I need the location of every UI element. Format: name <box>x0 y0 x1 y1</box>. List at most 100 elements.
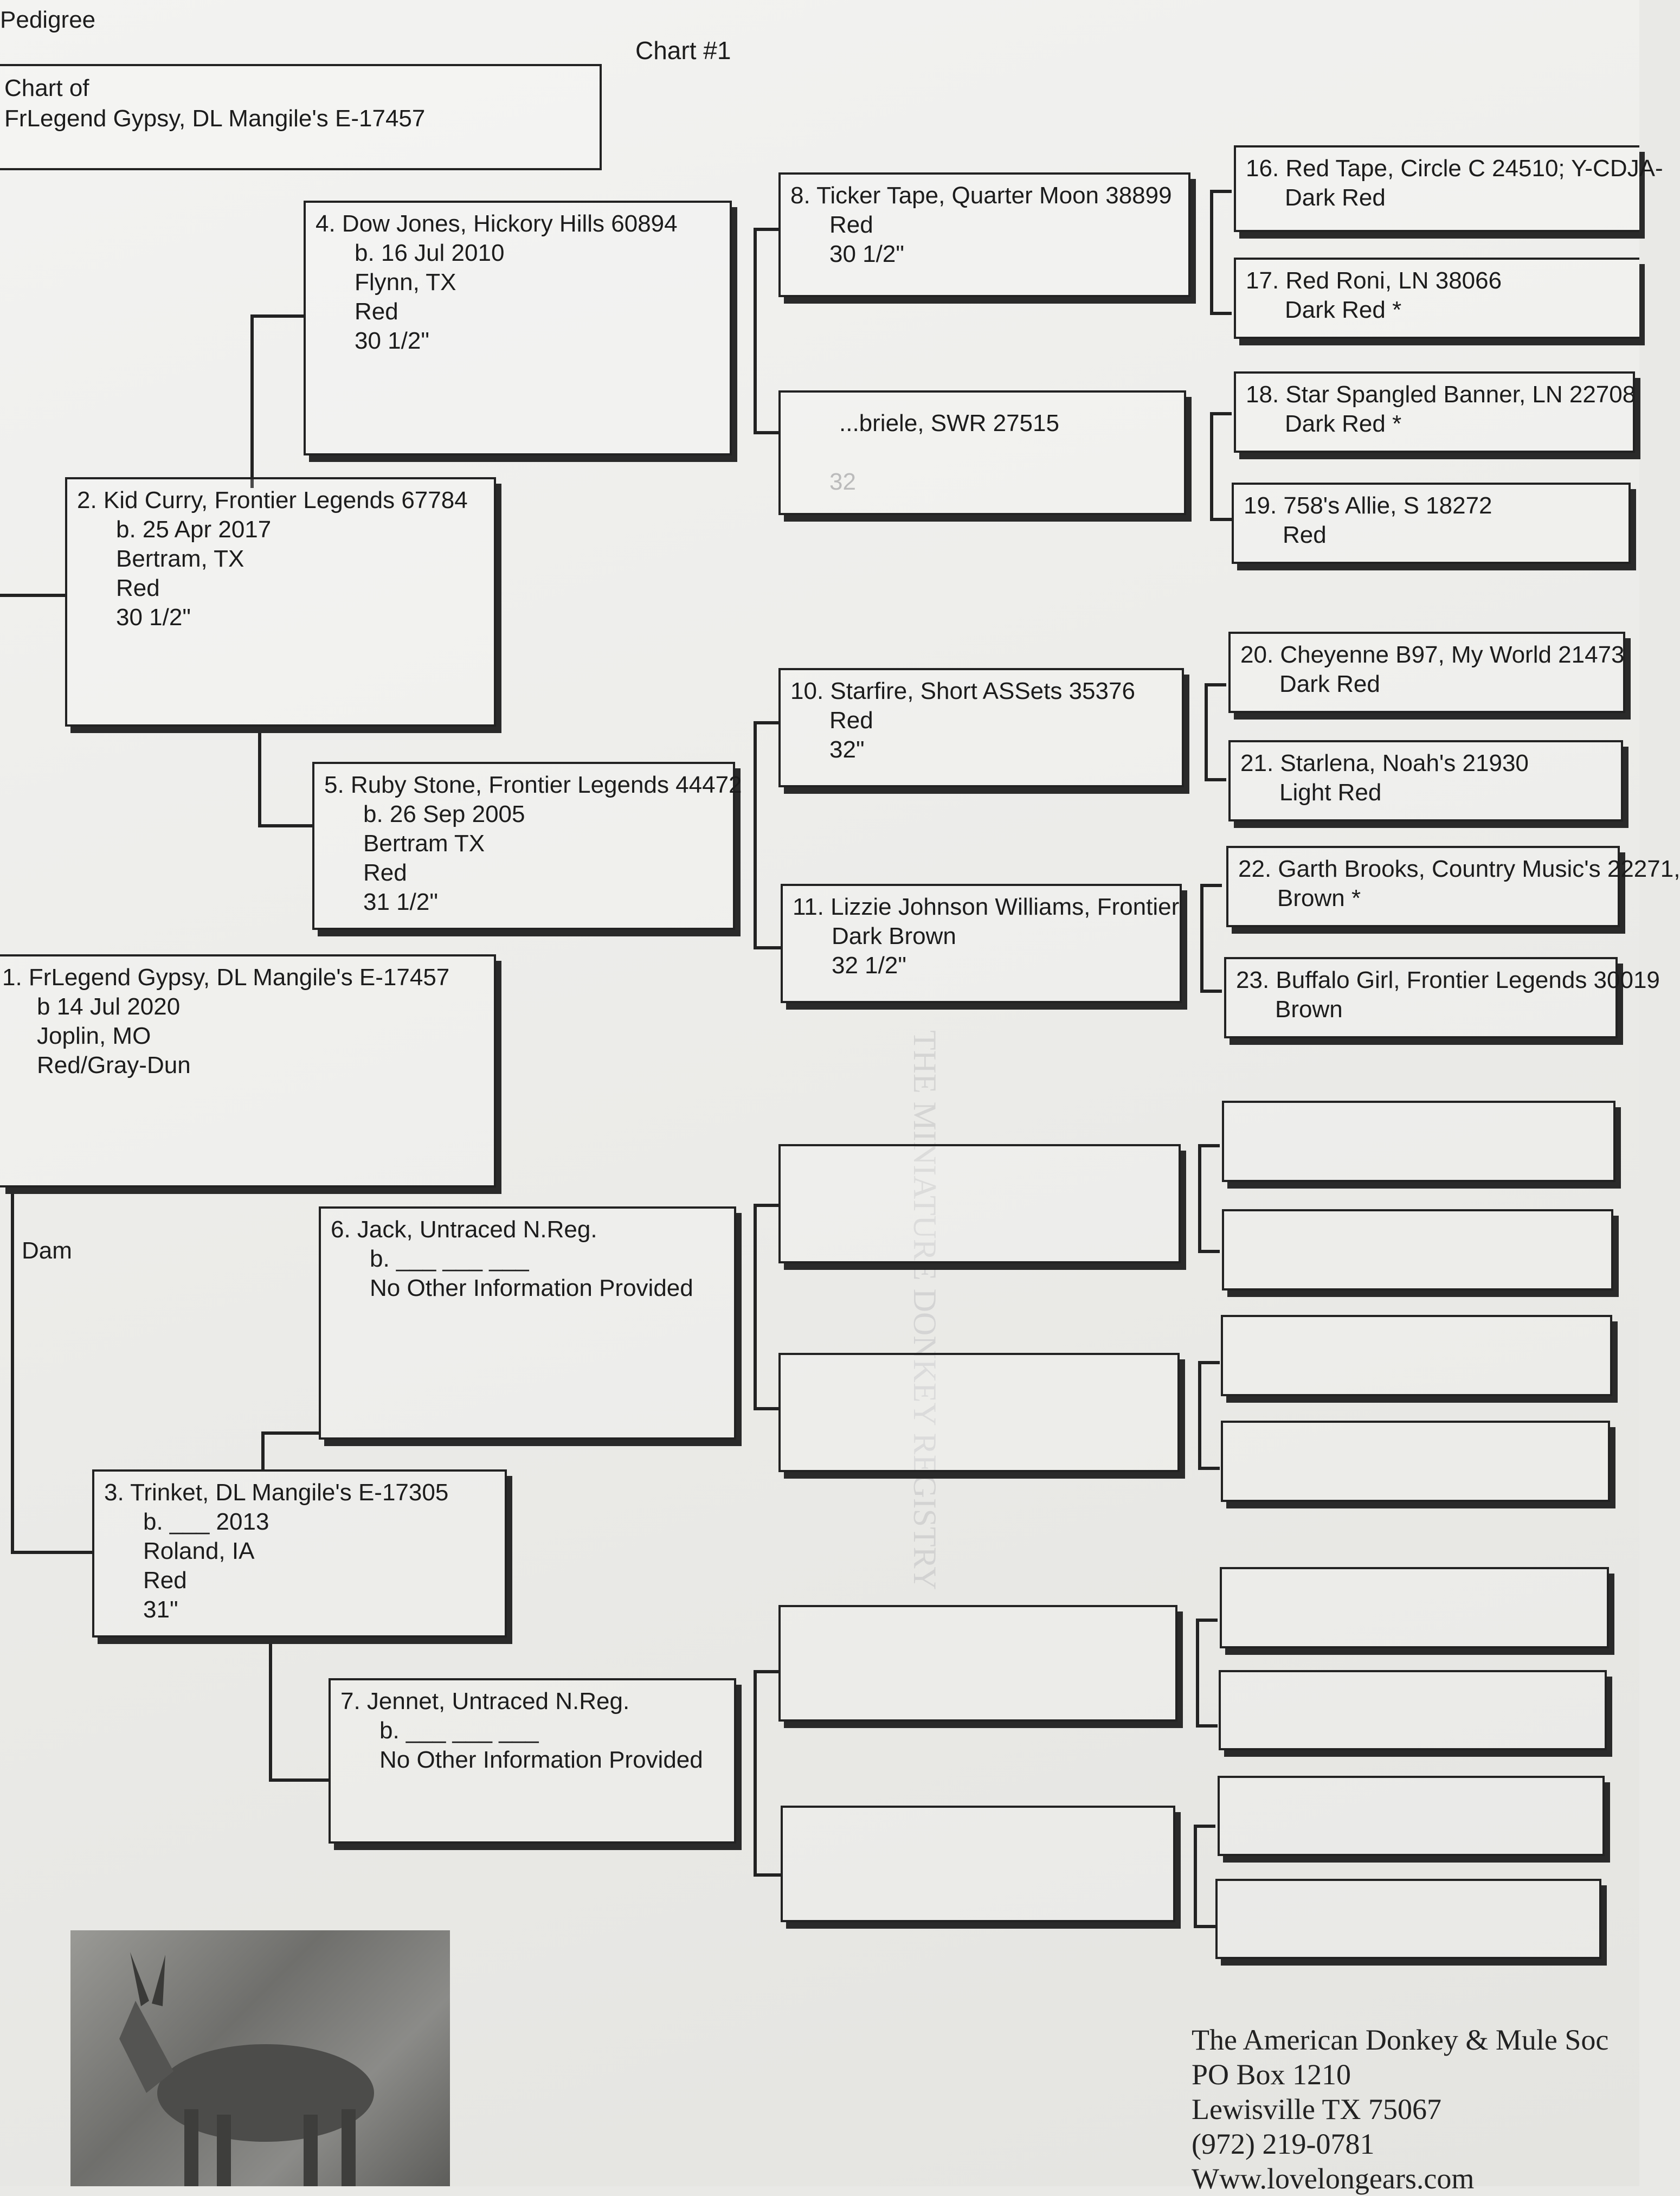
pedigree-entry-21: 21. Starlena, Noah's 21930 Light Red <box>1228 740 1623 821</box>
donkey-photo <box>70 1930 450 2186</box>
pedigree-entry-30-blank <box>1218 1776 1605 1856</box>
entry-birth: b 14 Jul 2020 <box>37 993 181 1020</box>
pedigree-entry-24-blank <box>1222 1101 1615 1182</box>
entry-color: Dark Red * <box>1285 410 1402 437</box>
entry-name: ...briele, SWR 27515 <box>839 410 1059 436</box>
pedigree-entry-22: 22. Garth Brooks, Country Music's 22271,… <box>1226 846 1680 927</box>
entry-name: 3. Trinket, DL Mangile's E-17305 <box>104 1479 449 1506</box>
phone-number: (972) 219-0781 <box>1192 2128 1375 2160</box>
connector <box>1198 1361 1201 1469</box>
donkey-silhouette <box>119 1952 374 2186</box>
entry-birth: b. 26 Sep 2005 <box>363 801 525 827</box>
connector <box>1210 190 1213 314</box>
connector <box>250 314 254 488</box>
pedigree-entry-25-blank <box>1222 1209 1613 1290</box>
connector <box>1198 1144 1220 1147</box>
connector <box>1198 1250 1220 1253</box>
entry-name: 6. Jack, Untraced N.Reg. <box>331 1216 597 1243</box>
pedigree-entry-10: 10. Starfire, Short ASSets 35376 Red 32" <box>778 668 1184 787</box>
connector <box>11 1551 92 1554</box>
entry-name: 4. Dow Jones, Hickory Hills 60894 <box>316 210 678 237</box>
entry-color: Dark Red * <box>1285 297 1402 323</box>
entry-color: Red <box>1283 522 1327 548</box>
entry-name: 22. Garth Brooks, Country Music's 22271, <box>1238 856 1680 882</box>
website: Www.lovelongears.com <box>1192 2162 1475 2195</box>
chart-number: Chart #1 <box>635 36 731 65</box>
pedigree-entry-8: 8. Ticker Tape, Quarter Moon 38899 Red 3… <box>778 172 1190 297</box>
dam-label: Dam <box>22 1237 72 1264</box>
entry-height: 32 <box>829 468 856 495</box>
entry-height: 30 1/2" <box>355 328 429 354</box>
publisher-address: The American Donkey & Mule Soc PO Box 12… <box>1192 2022 1609 2195</box>
connector <box>1194 1825 1197 1928</box>
registry-watermark: THE MINIATURE DONKEY REGISTRY <box>907 1030 943 1590</box>
connector <box>269 1643 272 1781</box>
entry-color: Brown <box>1275 996 1343 1023</box>
pedigree-entry-27-blank <box>1221 1421 1610 1502</box>
entry-color: Red/Gray-Dun <box>37 1052 191 1078</box>
pedigree-entry-11: 11. Lizzie Johnson Williams, Frontier Da… <box>781 884 1182 1003</box>
connector <box>754 1407 781 1410</box>
connector <box>261 1431 321 1435</box>
pedigree-entry-4: 4. Dow Jones, Hickory Hills 60894 b. 16 … <box>304 201 732 455</box>
connector <box>1200 884 1203 992</box>
pedigree-entry-6: 6. Jack, Untraced N.Reg. b. ___ ___ ___ … <box>319 1206 736 1440</box>
pedigree-entry-18: 18. Star Spangled Banner, LN 22708 Dark … <box>1234 371 1636 453</box>
connector <box>1210 190 1232 193</box>
connector <box>1194 1825 1215 1828</box>
entry-name: 2. Kid Curry, Frontier Legends 67784 <box>77 487 468 513</box>
pedigree-entry-29-blank <box>1219 1670 1607 1750</box>
entry-color: Dark Red <box>1285 184 1386 211</box>
connector <box>1205 778 1226 781</box>
chart-of-label: Chart of <box>4 75 89 101</box>
entry-color: Dark Red <box>1279 671 1380 697</box>
entry-color: Red <box>143 1567 187 1594</box>
entry-height: 32" <box>829 736 865 763</box>
pedigree-entry-3: 3. Trinket, DL Mangile's E-17305 b. ___ … <box>92 1469 507 1638</box>
entry-name: 1. FrLegend Gypsy, DL Mangile's E-17457 <box>2 964 450 991</box>
connector <box>754 228 781 231</box>
entry-name: 18. Star Spangled Banner, LN 22708 <box>1246 381 1636 408</box>
pedigree-entry-9: ...briele, SWR 27515 32 <box>778 390 1186 515</box>
entry-name: 8. Ticker Tape, Quarter Moon 38899 <box>790 182 1172 209</box>
connector <box>754 721 781 724</box>
connector <box>1205 683 1226 686</box>
entry-color: Red <box>116 575 160 601</box>
entry-name: 19. 758's Allie, S 18272 <box>1244 492 1492 519</box>
entry-color: Red <box>355 298 398 325</box>
connector <box>1210 312 1232 315</box>
entry-name: 5. Ruby Stone, Frontier Legends 44472 <box>324 772 742 798</box>
pedigree-entry-23: 23. Buffalo Girl, Frontier Legends 30019… <box>1224 957 1660 1038</box>
org-name: The American Donkey & Mule Soc <box>1192 2024 1609 2056</box>
connector <box>754 1873 781 1877</box>
entry-location: Bertram, TX <box>116 545 244 572</box>
entry-birth: b. 16 Jul 2010 <box>355 240 505 266</box>
pedigree-entry-20: 20. Cheyenne B97, My World 21473 Dark Re… <box>1228 632 1625 713</box>
entry-name: 11. Lizzie Johnson Williams, Frontier <box>793 894 1180 920</box>
pedigree-entry-2: 2. Kid Curry, Frontier Legends 67784 b. … <box>65 477 496 727</box>
entry-location: Roland, IA <box>143 1538 255 1564</box>
entry-location: Flynn, TX <box>355 269 456 296</box>
entry-location: Joplin, MO <box>37 1023 151 1049</box>
pedigree-entry-19: 19. 758's Allie, S 18272 Red <box>1232 483 1631 564</box>
entry-birth: b. ___ 2013 <box>143 1508 269 1535</box>
doc-type-label: Pedigree <box>0 7 96 33</box>
connector <box>1210 518 1232 521</box>
entry-birth: b. 25 Apr 2017 <box>116 516 272 543</box>
entry-name: 23. Buffalo Girl, Frontier Legends 30019 <box>1236 967 1660 993</box>
pedigree-entry-7: 7. Jennet, Untraced N.Reg. b. ___ ___ __… <box>329 1678 736 1844</box>
connector <box>754 1204 781 1207</box>
pedigree-entry-13-blank <box>778 1353 1180 1472</box>
connector <box>250 314 305 318</box>
entry-name: 20. Cheyenne B97, My World 21473 <box>1240 641 1625 668</box>
pedigree-entry-12-blank <box>778 1144 1181 1263</box>
entry-height: 31" <box>143 1596 178 1623</box>
connector <box>754 431 781 434</box>
connector <box>1198 1361 1220 1364</box>
connector <box>754 228 757 434</box>
connector <box>1196 1619 1199 1727</box>
entry-location: Bertram TX <box>363 830 485 857</box>
connector <box>1200 884 1222 887</box>
pedigree-entry-16: 16. Red Tape, Circle C 24510; Y-CDJA- Da… <box>1234 145 1663 232</box>
